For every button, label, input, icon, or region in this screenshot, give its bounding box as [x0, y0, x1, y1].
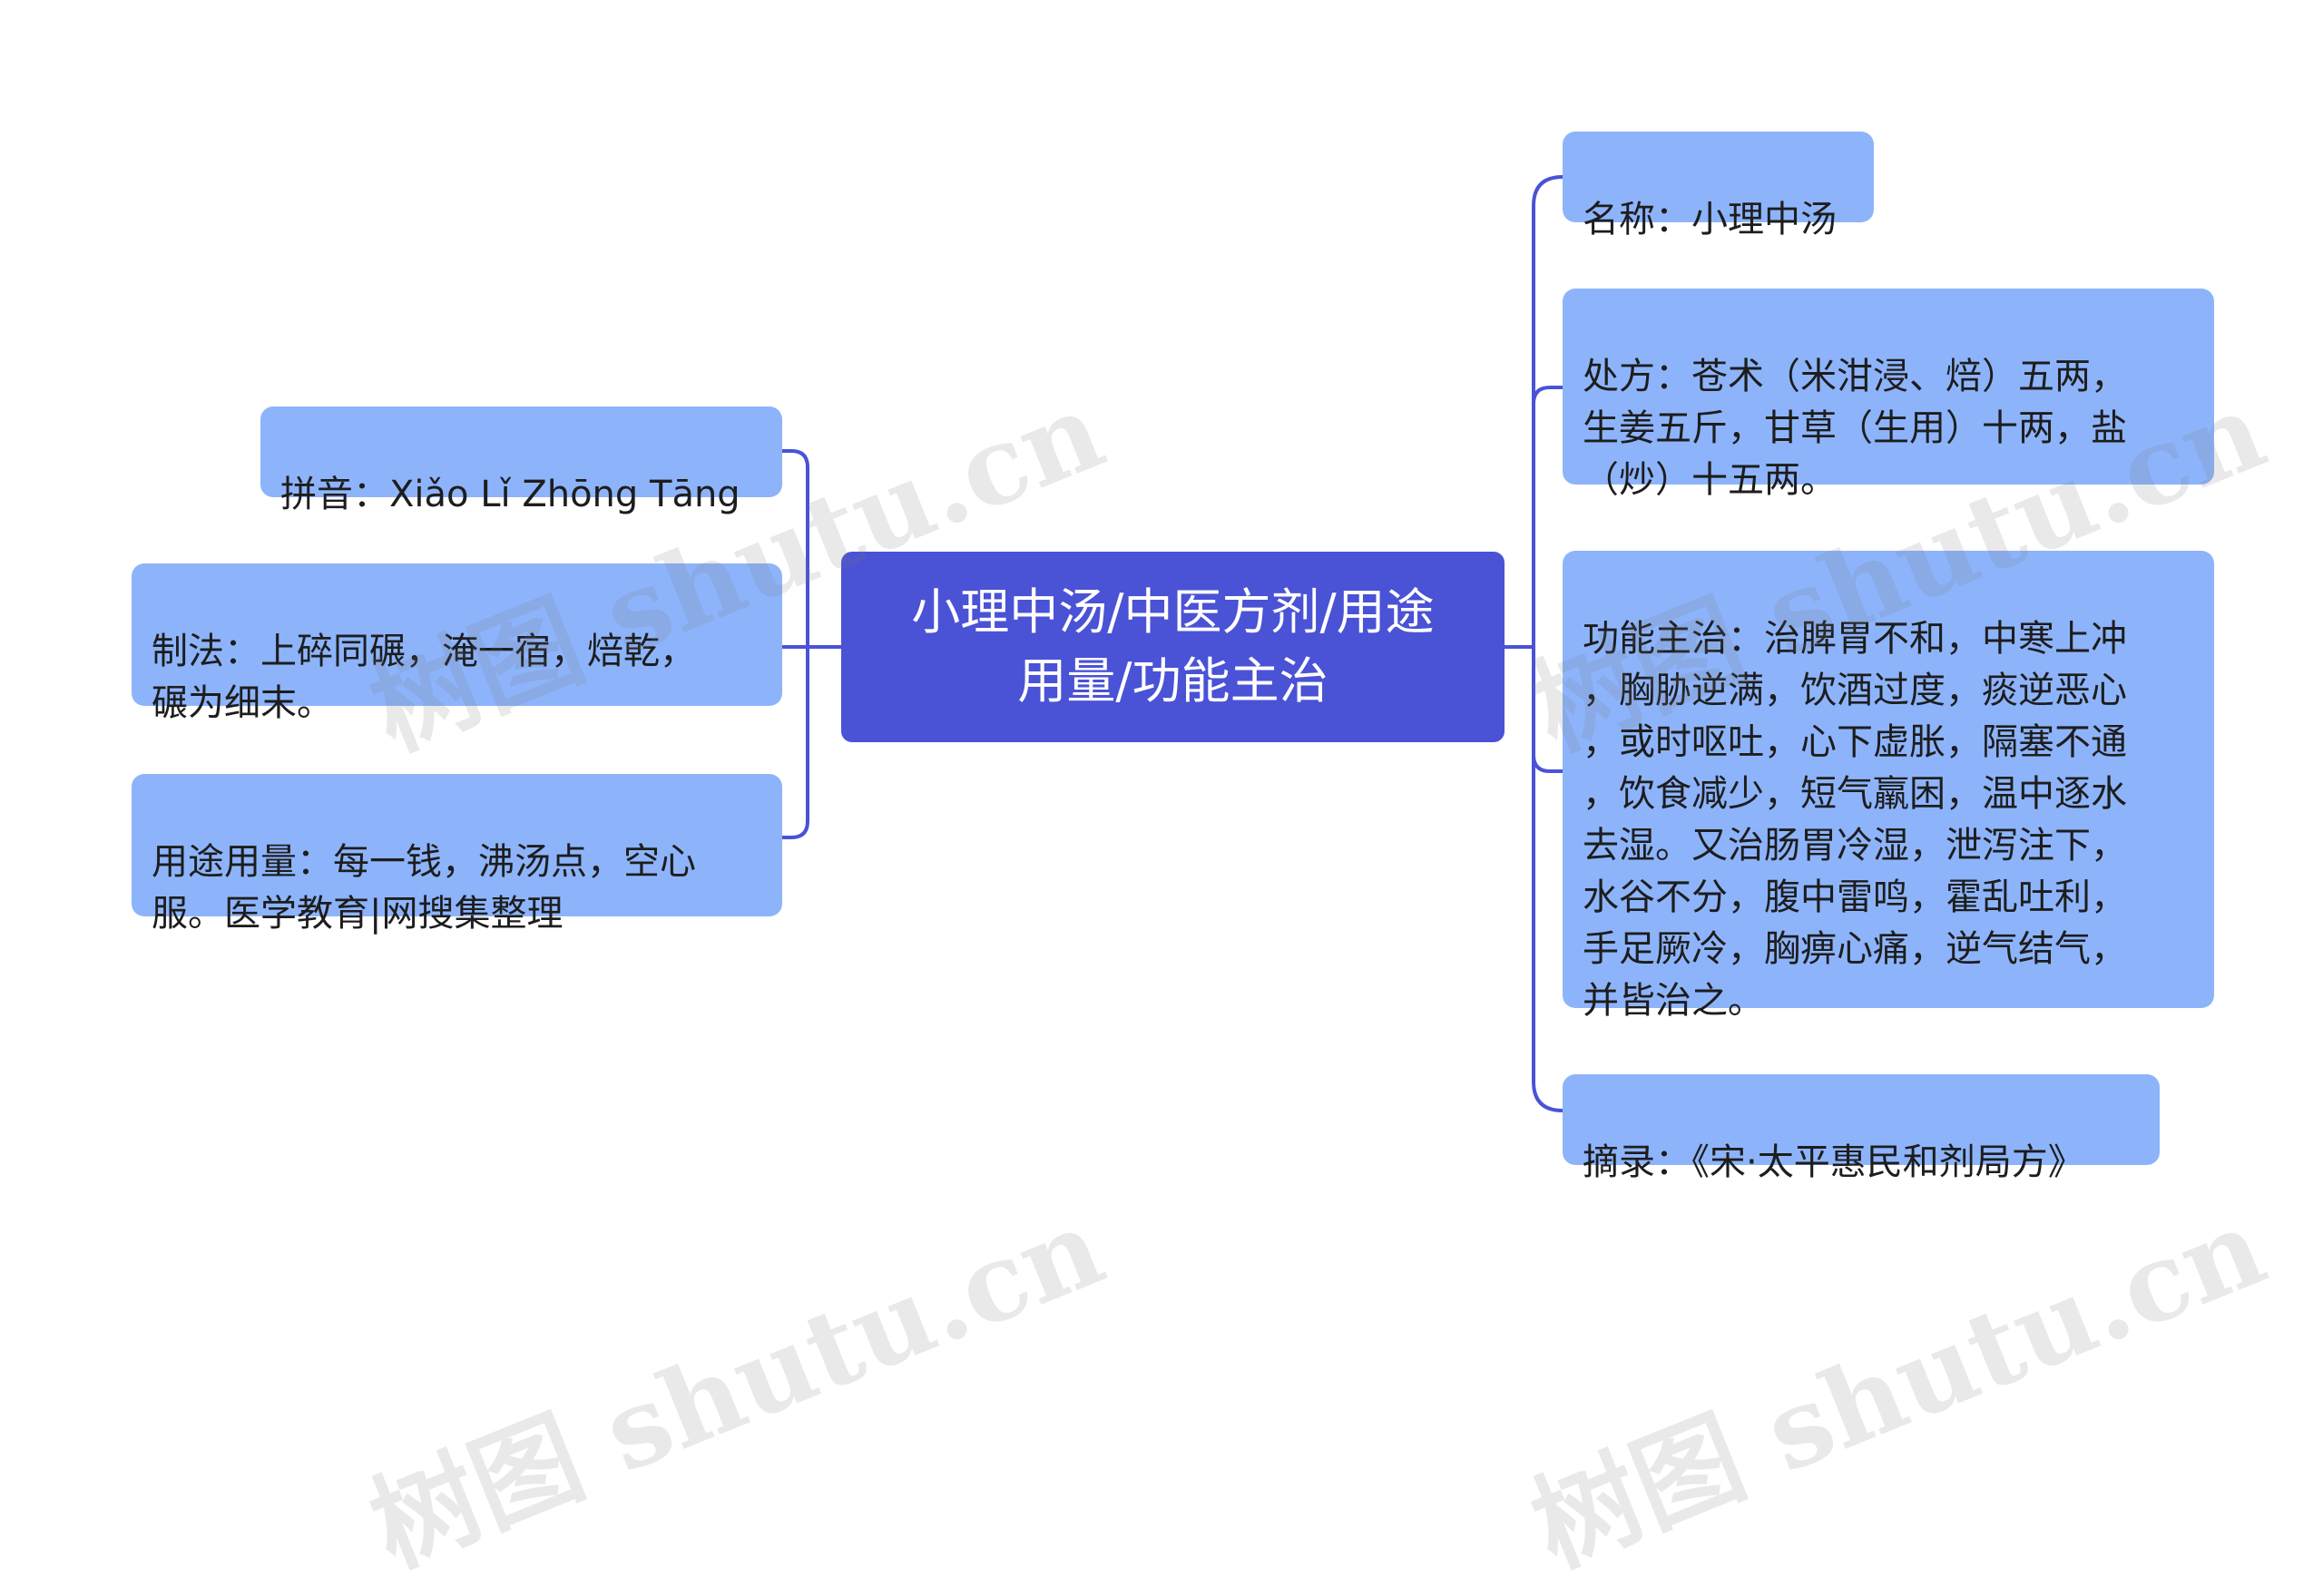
node-zhailu-label: 摘录：《宋·太平惠民和剂局方》 [1583, 1141, 2084, 1183]
connector-right-gongneng [1532, 753, 1564, 773]
node-chufang-label: 处方：苍术（米泔浸、焙）五两， 生姜五斤，甘草（生用）十两，盐 （炒）十五两。 [1583, 356, 2127, 501]
node-zhifa[interactable]: 制法：上碎同碾，淹一宿，焙乾， 碾为细末。 [132, 563, 782, 724]
node-yongtu-label: 用途用量：每一钱，沸汤点，空心 服。医学教育|网搜集整理 [152, 841, 696, 935]
node-zhailu[interactable]: 摘录：《宋·太平惠民和剂局方》 [1563, 1074, 2160, 1183]
node-gongneng-label: 功能主治：治脾胃不和，中寒上冲 ，胸胁逆满，饮酒过度，痰逆恶心 ，或时呕吐，心下… [1583, 618, 2127, 1022]
node-mingcheng-label: 名称：小理中汤 [1583, 199, 1837, 240]
node-gongneng[interactable]: 功能主治：治脾胃不和，中寒上冲 ，胸胁逆满，饮酒过度，痰逆恶心 ，或时呕吐，心下… [1563, 551, 2214, 1022]
connector-lines [780, 175, 1564, 1112]
connector-left-pinyin [780, 449, 809, 839]
connector-right-chufang [1532, 386, 1564, 406]
node-pinyin[interactable]: 拼音：Xiǎo Lǐ Zhōng Tāng [260, 406, 782, 515]
center-topic-label: 小理中汤/中医方剂/用途 用量/功能主治 [911, 583, 1435, 710]
node-chufang[interactable]: 处方：苍术（米泔浸、焙）五两， 生姜五斤，甘草（生用）十两，盐 （炒）十五两。 [1563, 289, 2214, 501]
node-mingcheng[interactable]: 名称：小理中汤 [1563, 132, 1874, 240]
node-zhifa-label: 制法：上碎同碾，淹一宿，焙乾， 碾为细末。 [152, 631, 696, 724]
node-yongtu[interactable]: 用途用量：每一钱，沸汤点，空心 服。医学教育|网搜集整理 [132, 774, 782, 935]
node-pinyin-label: 拼音：Xiǎo Lǐ Zhōng Tāng [280, 474, 740, 515]
center-topic[interactable]: 小理中汤/中医方剂/用途 用量/功能主治 [841, 552, 1505, 742]
connector-right-spine [1532, 175, 1564, 1112]
